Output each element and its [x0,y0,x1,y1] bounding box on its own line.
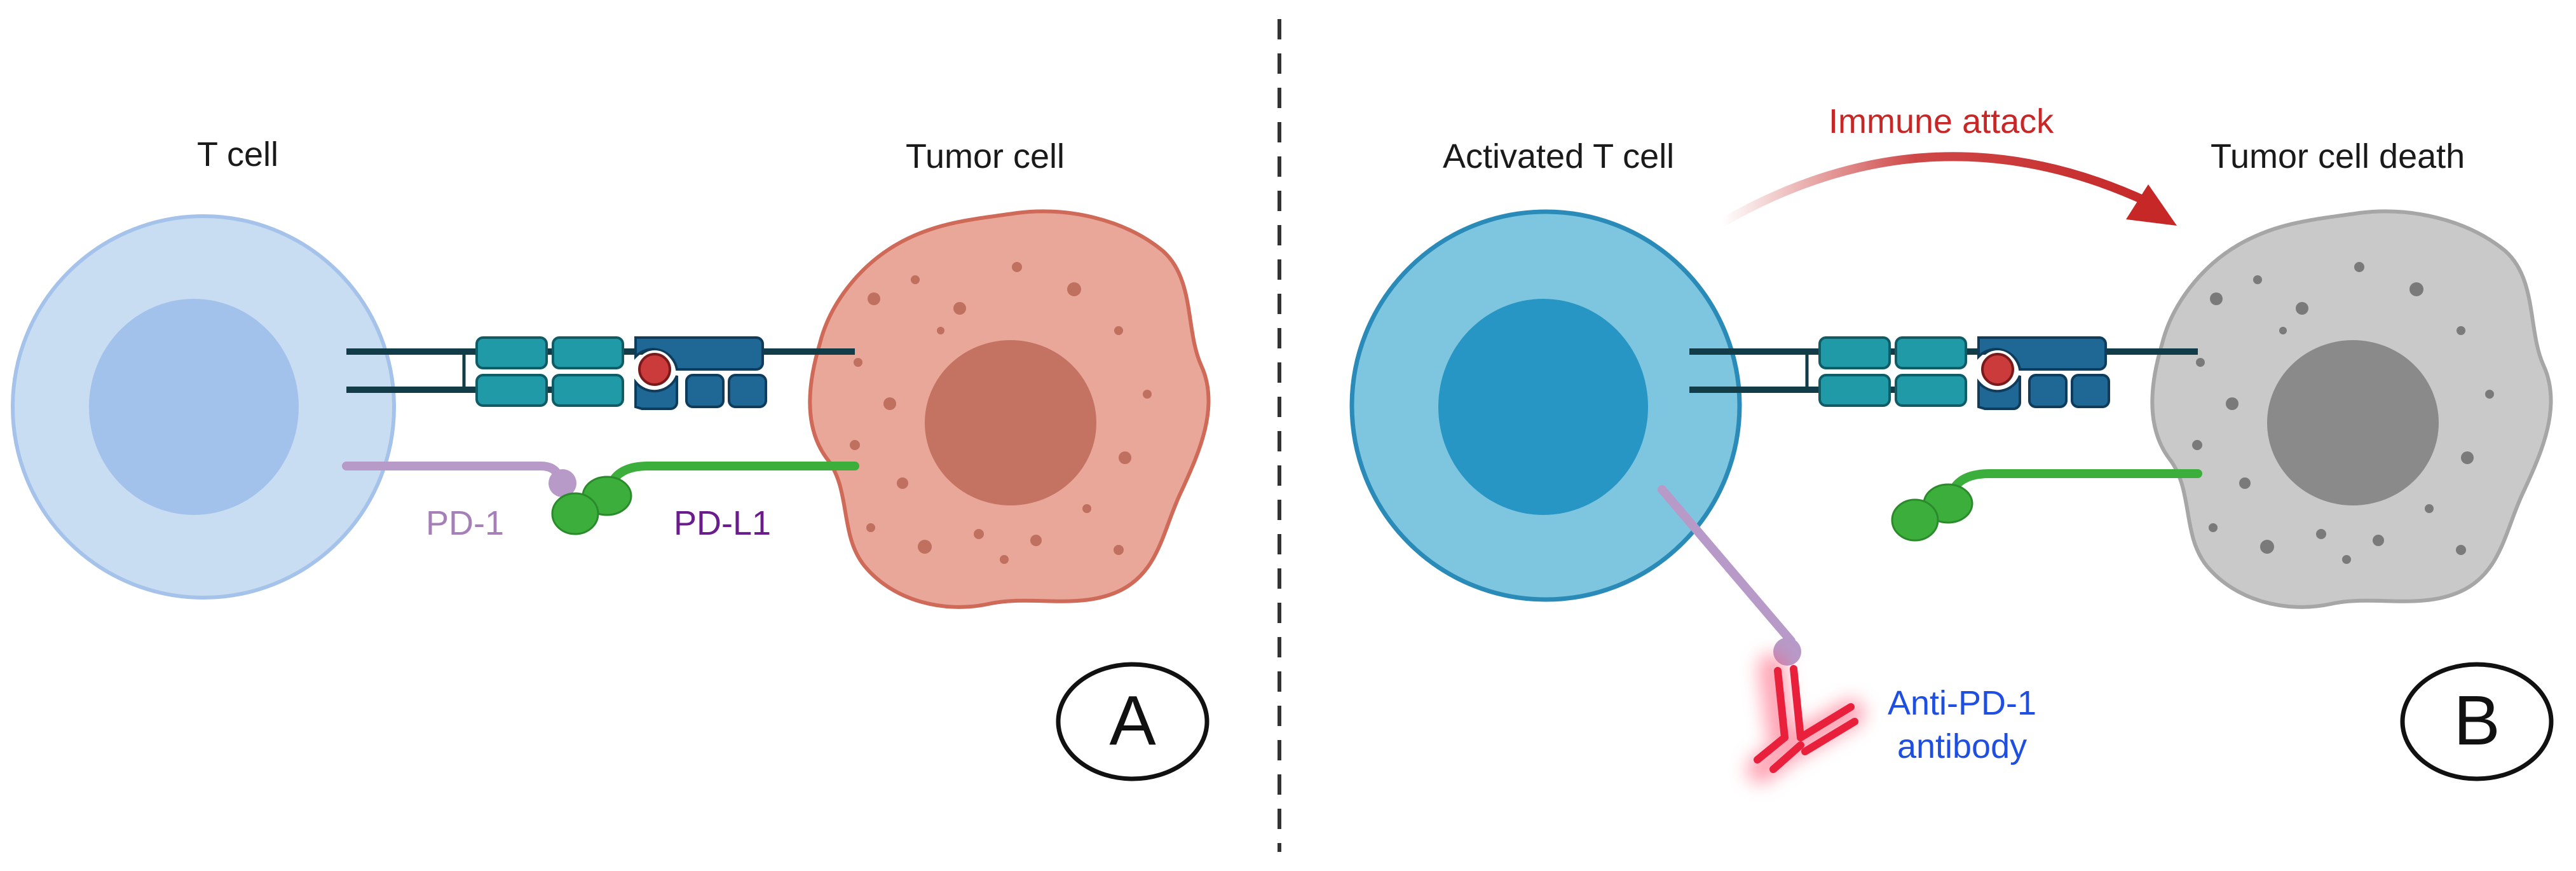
tumor-granules [850,262,1152,564]
t-cell-label: T cell [197,135,279,174]
antibody-label-line1: Anti-PD-1 [1888,684,2037,722]
panel-b-letter: B [2453,682,2500,760]
tcr-mhc-complex [346,338,855,409]
pd1-receptor-b [1658,485,1801,666]
tcr-mhc-complex-b [1689,338,2198,409]
pdl1-label: PD-L1 [674,504,772,542]
antibody-label-line2: antibody [1897,727,2027,765]
panel-b [1349,152,2554,783]
activated-t-cell [1349,209,1742,602]
dead-tumor-cell [2150,209,2553,609]
pdl1-ligand-b [1891,469,2202,542]
t-cell-nucleus [89,299,299,515]
panel-a-letter: A [1109,682,1156,760]
immune-attack-arrow [1718,152,2177,227]
t-cell [11,214,396,600]
immune-attack-label: Immune attack [1829,102,2054,141]
tumor-cell-death-label: Tumor cell death [2211,137,2465,175]
dead-tumor-nucleus [2267,340,2439,505]
activated-t-cell-nucleus [1438,299,1648,515]
dead-tumor-granules [2192,262,2494,564]
anti-pd1-antibody [1747,654,1865,783]
activated-t-cell-label: Activated T cell [1443,137,1675,175]
panel-a-letter-circle [1056,662,1210,781]
tumor-nucleus [925,340,1096,505]
pd1-receptor [342,462,576,497]
panel-b-letter-circle [2400,662,2554,781]
antibody-label: Anti-PD-1 antibody [1888,682,2036,768]
pd1-label: PD-1 [426,504,505,542]
tumor-cell [808,209,1211,609]
tumor-cell-label: Tumor cell [906,137,1065,175]
pdl1-ligand [551,462,859,535]
panel-a [11,209,1211,781]
